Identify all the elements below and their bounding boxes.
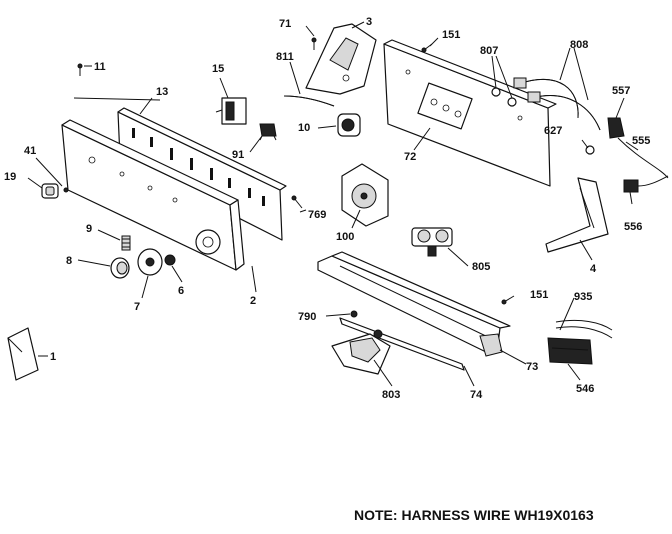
- label-91: 91: [232, 149, 244, 161]
- harness-note: NOTE: HARNESS WIRE WH19X0163: [354, 507, 594, 523]
- part-9-spring: [121, 235, 131, 251]
- label-73: 73: [526, 361, 538, 373]
- label-9: 9: [86, 223, 92, 235]
- part-808-hoses: [513, 77, 601, 131]
- part-3-bracket: [305, 23, 377, 95]
- part-11-screw: [77, 63, 83, 76]
- label-2: 2: [250, 295, 256, 307]
- part-935-harness: [555, 319, 613, 339]
- label-555: 555: [632, 135, 650, 147]
- part-1-envelope: [7, 327, 39, 381]
- label-71: 71: [279, 18, 291, 30]
- label-41: 41: [24, 145, 36, 157]
- leader-lines: [27, 21, 639, 387]
- label-74: 74: [470, 389, 483, 401]
- part-41-clip: [63, 187, 69, 193]
- label-72: 72: [404, 151, 416, 163]
- part-556-plug: [623, 175, 669, 193]
- part-8-knob: [110, 257, 130, 279]
- label-556: 556: [624, 221, 642, 233]
- label-15: 15: [212, 63, 224, 75]
- part-557-bracket: [607, 117, 625, 139]
- part-19-knob: [41, 183, 59, 199]
- label-811: 811: [276, 51, 294, 63]
- label-151-lower: 151: [530, 289, 548, 301]
- part-790-clip: [350, 310, 358, 318]
- part-555-cord: [617, 137, 669, 179]
- part-91-connector: [259, 123, 277, 141]
- part-72-backsplash: [383, 39, 557, 187]
- label-935: 935: [574, 291, 592, 303]
- label-1: 1: [50, 351, 56, 363]
- part-546-terminal-block: [547, 337, 593, 365]
- part-2-front-console: [61, 119, 245, 271]
- label-3: 3: [366, 16, 372, 28]
- label-807: 807: [480, 45, 498, 57]
- label-627: 627: [544, 125, 562, 137]
- label-6: 6: [178, 285, 184, 297]
- part-100-timer: [341, 163, 389, 227]
- part-811-hose: [283, 95, 335, 107]
- part-74-trim: [339, 317, 465, 371]
- label-4: 4: [590, 263, 597, 275]
- label-808: 808: [570, 39, 588, 51]
- part-769-screw: [291, 195, 303, 209]
- label-151-top: 151: [442, 29, 460, 41]
- label-557: 557: [612, 85, 630, 97]
- label-769: 769: [308, 209, 326, 221]
- part-803-dispenser: [331, 329, 391, 375]
- part-805-water-valve: [411, 227, 453, 257]
- part-4-endcap: [545, 177, 609, 253]
- part-71-screw: [311, 37, 317, 50]
- label-803: 803: [382, 389, 400, 401]
- label-7: 7: [134, 301, 140, 313]
- label-790: 790: [298, 311, 316, 323]
- label-8: 8: [66, 255, 72, 267]
- part-15-switch: [215, 97, 247, 125]
- part-73-top-cover: [317, 251, 511, 357]
- label-10: 10: [298, 122, 310, 134]
- label-805: 805: [472, 261, 490, 273]
- part-151-screw-lower: [501, 295, 515, 305]
- part-13-control-panel: [117, 107, 287, 241]
- label-19: 19: [4, 171, 16, 183]
- label-13: 13: [156, 86, 168, 98]
- part-807-washers: [491, 87, 517, 107]
- label-11: 11: [94, 61, 106, 73]
- part-6-knob: [164, 254, 176, 266]
- label-100: 100: [336, 231, 354, 243]
- part-7-dial: [137, 248, 163, 276]
- part-10-pressure-switch: [337, 113, 361, 137]
- part-labels: 71 3 151 807 808 11 811 15 13 557 10 627…: [4, 16, 650, 401]
- label-546: 546: [576, 383, 594, 395]
